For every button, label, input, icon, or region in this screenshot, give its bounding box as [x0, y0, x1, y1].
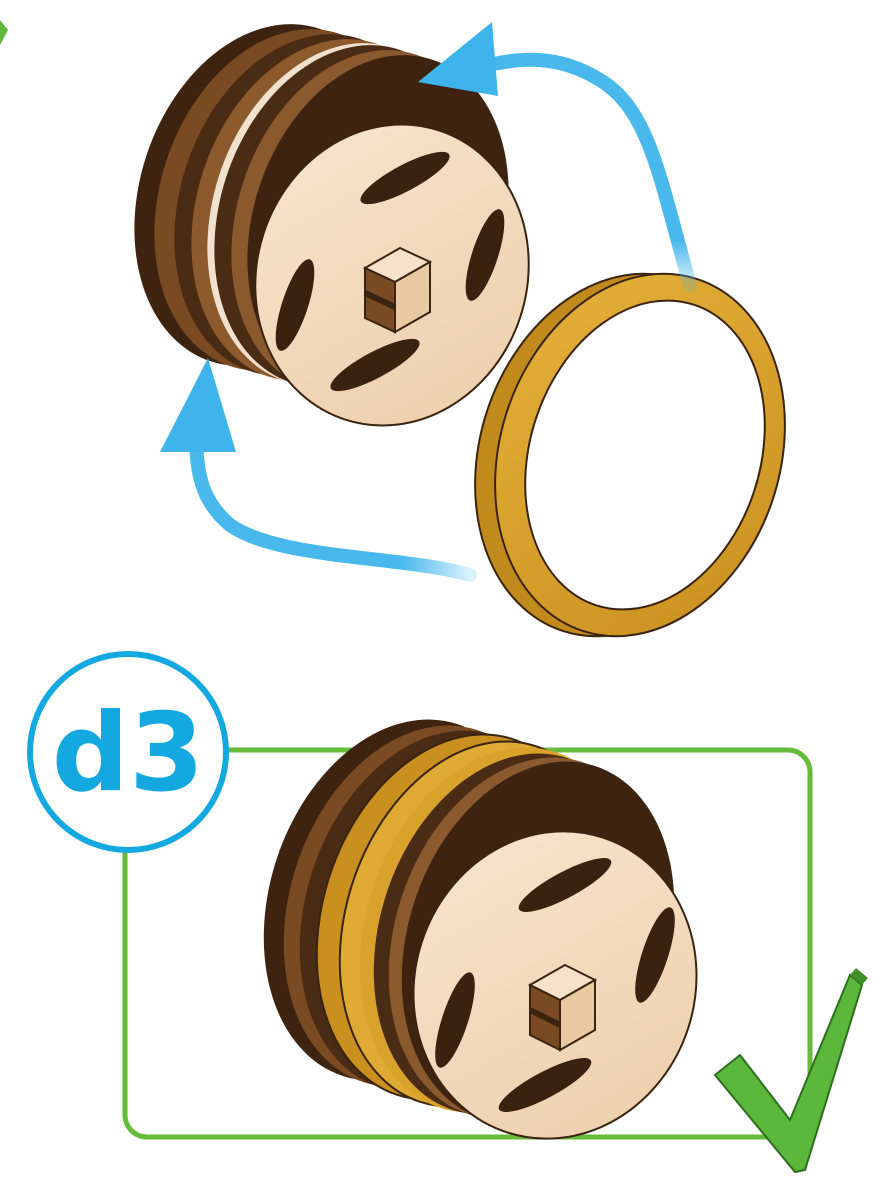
step-badge-label: d3: [52, 691, 204, 816]
previous-step-marker: [0, 20, 8, 45]
step-badge: d3: [30, 654, 226, 850]
wheel-assembled: [219, 684, 736, 1176]
checkmark-icon: [715, 968, 868, 1172]
